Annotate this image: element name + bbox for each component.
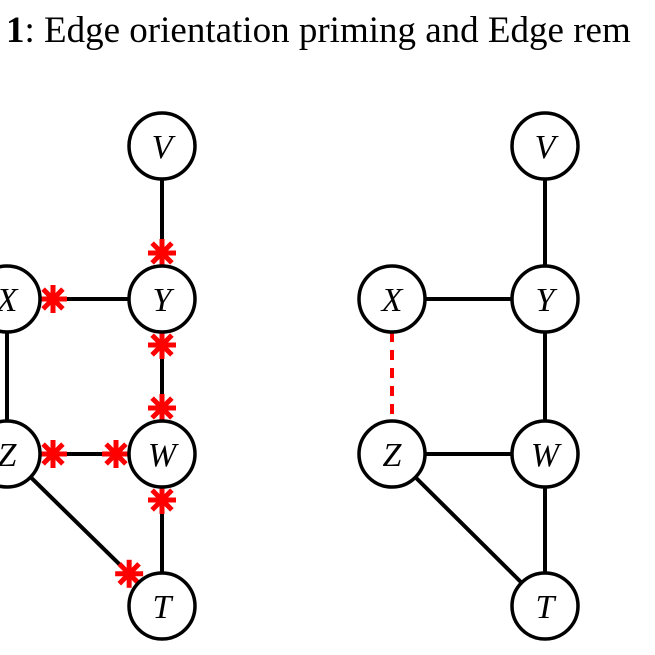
node-circle: [127, 264, 197, 334]
edge-mark-Y-W-to: [148, 394, 176, 422]
node-label: Y: [153, 282, 175, 319]
edges: [390, 179, 547, 585]
node-label: Z: [0, 437, 18, 474]
node-label: T: [536, 589, 557, 626]
edge-mark-Z-W-from: [39, 440, 67, 468]
node-circle: [510, 264, 580, 334]
node-label: Y: [536, 282, 558, 319]
node-X: X: [357, 264, 427, 334]
node-Z: Z: [357, 419, 427, 489]
edge-mark-X-Y-from: [39, 285, 67, 313]
edge-marks: [39, 239, 176, 588]
graph-1: V X Y Z W T: [0, 111, 197, 641]
node-X: X: [0, 264, 42, 334]
node-circle: [510, 571, 580, 641]
edge-mark-Z-T-to: [115, 559, 144, 588]
figure-number: 1: [6, 10, 25, 51]
node-W: W: [510, 419, 580, 489]
edges: [5, 179, 164, 585]
node-Z: Z: [0, 419, 42, 489]
node-circle: [0, 264, 42, 334]
nodes: V X Y Z W T: [357, 111, 580, 641]
node-circle: [127, 419, 197, 489]
node-label: X: [0, 282, 19, 319]
edge-mark-V-Y-to: [148, 239, 176, 267]
node-Y: Y: [127, 264, 197, 334]
node-circle: [0, 419, 42, 489]
node-circle: [357, 419, 427, 489]
edge-Z-T: [414, 475, 523, 585]
node-circle: [510, 111, 580, 181]
node-V: V: [127, 111, 197, 181]
figure-caption-text: : Edge orientation priming and Edge rem: [24, 10, 631, 51]
figure-caption: 1: Edge orientation priming and Edge rem: [6, 12, 631, 49]
edge-mark-Z-W-to: [102, 440, 130, 468]
node-label: Z: [383, 437, 403, 474]
nodes: V X Y Z W T: [0, 111, 197, 641]
node-circle: [127, 111, 197, 181]
node-label: X: [380, 282, 404, 319]
node-T: T: [510, 571, 580, 641]
node-label: W: [531, 437, 562, 474]
node-circle: [357, 264, 427, 334]
node-Y: Y: [510, 264, 580, 334]
node-label: W: [148, 437, 179, 474]
node-circle: [127, 571, 197, 641]
node-T: T: [127, 571, 197, 641]
node-label: T: [153, 589, 174, 626]
edge-mark-Y-W-from: [148, 331, 176, 359]
node-W: W: [127, 419, 197, 489]
node-circle: [510, 419, 580, 489]
graph-2: V X Y Z W T: [357, 111, 580, 641]
edge-mark-W-T-from: [148, 486, 176, 514]
node-V: V: [510, 111, 580, 181]
